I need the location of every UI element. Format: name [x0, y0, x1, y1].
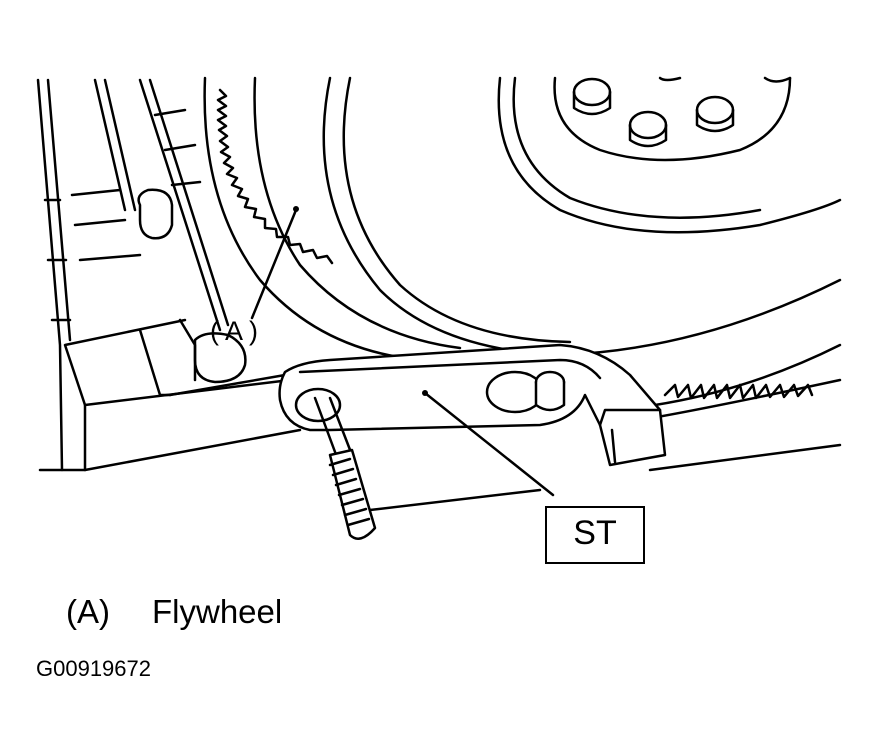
special-tool-bracket: [278, 343, 667, 467]
callout-special-tool: ST: [573, 514, 617, 552]
flywheel-face: [322, 76, 842, 357]
bolt: [313, 396, 377, 540]
leader-lines: [250, 208, 555, 497]
leader-dot-flywheel: [293, 206, 299, 212]
leader-dot-tool: [422, 390, 428, 396]
flywheel-ring-gear: [203, 76, 842, 407]
legend-key: (A): [66, 593, 110, 630]
legend-description: Flywheel: [152, 593, 283, 630]
callout-special-tool-box: [545, 506, 645, 564]
engine-housing: [36, 78, 302, 472]
callout-flywheel: ( A ): [210, 316, 259, 346]
figure-id: G00919672: [36, 656, 151, 681]
